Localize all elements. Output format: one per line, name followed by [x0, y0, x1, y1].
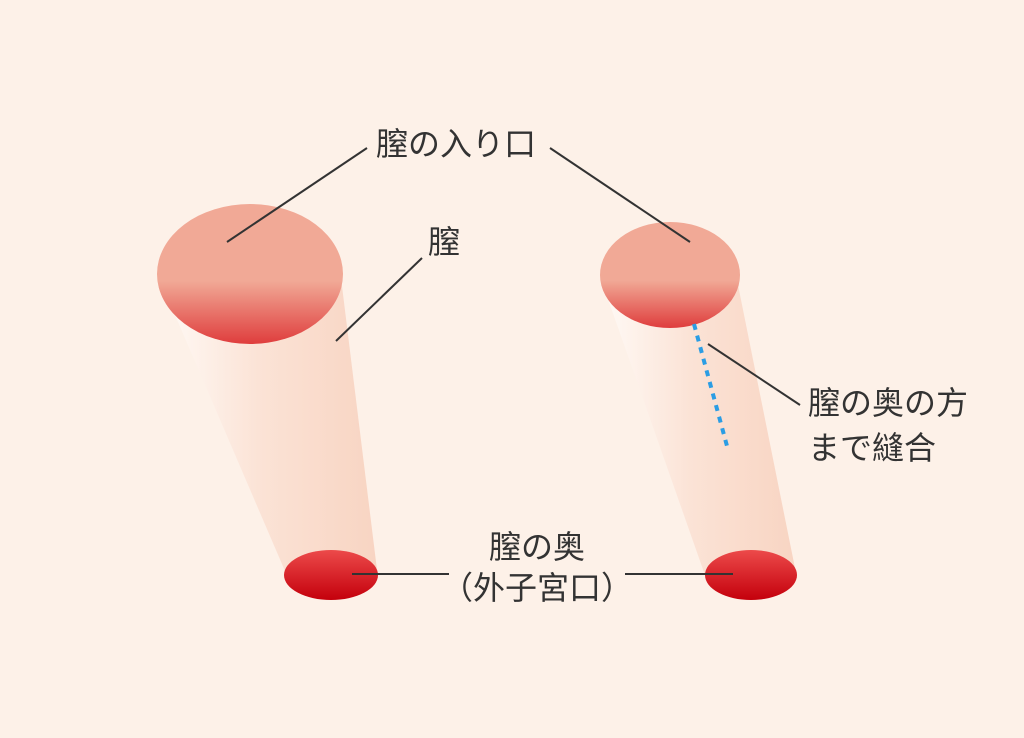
suture-label-line1: 膣の奥の方 — [808, 384, 969, 422]
leader-line-entrance-right — [549, 147, 691, 243]
right-vaginal-back-opening — [705, 550, 797, 600]
right-vagina-tube — [602, 280, 797, 578]
vaginal-back-label: 膣の奥 — [488, 528, 586, 566]
leader-line-entrance-left — [226, 147, 368, 243]
vagina-label: 膣 — [427, 223, 461, 261]
vaginal-entrance-label: 膣の入り口 — [375, 125, 537, 163]
left-vagina-tube — [160, 278, 378, 578]
external-cervical-os-label: （外子宮口） — [440, 569, 634, 607]
left-vaginal-back-opening — [284, 550, 378, 600]
leader-line-suture — [707, 343, 801, 406]
right-vaginal-entrance-opening — [600, 222, 740, 328]
left-vaginal-entrance-opening — [157, 204, 343, 344]
suture-label-line2: まで縫合 — [808, 429, 937, 467]
leader-line-vagina — [335, 257, 423, 342]
suture-dotted-line — [692, 323, 729, 447]
